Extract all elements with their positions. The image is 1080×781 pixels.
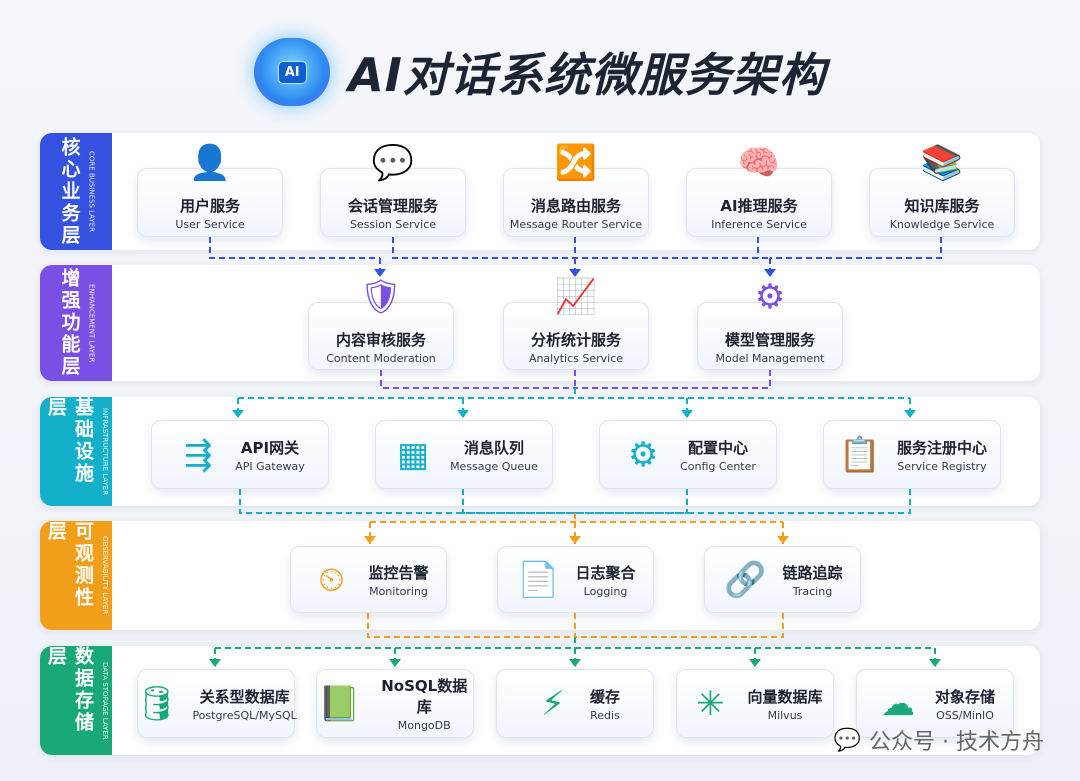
connector-line bbox=[575, 489, 911, 514]
connector-line bbox=[209, 237, 380, 259]
shuffle-icon: 🔀 bbox=[554, 143, 598, 183]
arrow-head bbox=[389, 659, 401, 667]
wechat-icon: 💬 bbox=[833, 727, 862, 753]
arrow-head bbox=[209, 659, 221, 667]
arrow-head bbox=[681, 410, 693, 418]
chart-icon: 📈 bbox=[554, 277, 598, 317]
gateway-icon: ⇶ bbox=[184, 434, 213, 475]
arrow-head bbox=[364, 536, 376, 544]
cloud-upload-icon: ☁ bbox=[880, 683, 915, 724]
connector-line bbox=[392, 237, 770, 259]
arrow-head bbox=[904, 410, 916, 418]
connector-line bbox=[575, 613, 784, 638]
connector-line bbox=[367, 613, 575, 638]
connector-line bbox=[575, 489, 688, 514]
connector-line bbox=[462, 489, 575, 514]
arrow-head bbox=[569, 659, 581, 667]
registry-icon: 📋 bbox=[838, 434, 882, 475]
title-area: AI AI对话系统微服务架构 bbox=[0, 38, 1080, 106]
connector-line bbox=[770, 237, 942, 259]
arrow-head bbox=[569, 536, 581, 544]
database-book-icon: 📚 bbox=[920, 143, 964, 183]
queue-icon: ▦ bbox=[397, 434, 430, 475]
log-search-icon: 📄 bbox=[517, 559, 560, 600]
arrow-head bbox=[764, 269, 776, 277]
ai-brain-logo-icon: AI bbox=[254, 38, 331, 106]
page-title: AI对话系统微服务架构 bbox=[348, 48, 826, 102]
link-icon: 🔗 bbox=[724, 559, 767, 600]
database-icon: 🛢 bbox=[135, 683, 179, 724]
watermark: 💬公众号 · 技术方舟 bbox=[833, 727, 1044, 756]
arrow-head bbox=[929, 659, 941, 667]
arrow-head bbox=[457, 410, 469, 418]
ai-brain-icon: 🧠 bbox=[737, 143, 781, 183]
connector-line bbox=[380, 370, 575, 389]
chat-icon: 💬 bbox=[371, 143, 415, 183]
gears-icon: ⚙ bbox=[754, 277, 786, 317]
connector-line bbox=[575, 370, 771, 389]
user-icon: 👤 bbox=[188, 143, 232, 183]
gauge-icon: ⏲ bbox=[318, 559, 345, 600]
arrow-head bbox=[232, 410, 244, 418]
connector-line bbox=[239, 489, 575, 514]
arrow-head bbox=[777, 536, 789, 544]
arrow-head bbox=[374, 269, 386, 277]
vector-cube-icon: ✳ bbox=[696, 683, 725, 724]
arrow-head bbox=[569, 269, 581, 277]
document-icon: 📗 bbox=[318, 683, 361, 724]
shield-check-icon: 🛡 bbox=[359, 277, 403, 317]
gear-wrench-icon: ⚙ bbox=[627, 434, 659, 475]
arrow-head bbox=[749, 659, 761, 667]
lightning-icon: ⚡ bbox=[541, 683, 565, 724]
